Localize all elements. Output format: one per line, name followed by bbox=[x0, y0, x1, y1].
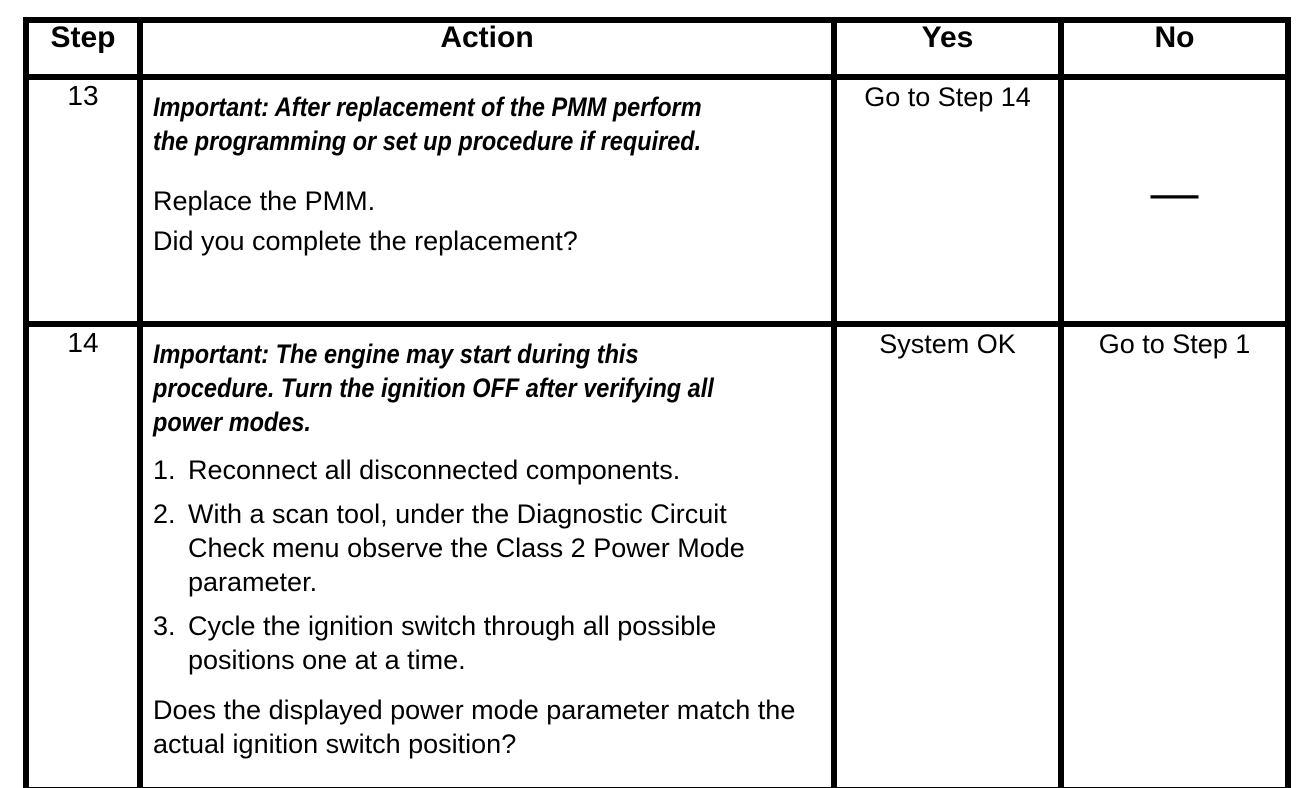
no-cell: — bbox=[1058, 74, 1291, 327]
list-item-text: Cycle the ignition switch through all po… bbox=[188, 611, 717, 675]
table-row-step-13: 13 Important: After replacement of the P… bbox=[23, 74, 1291, 327]
table-row-step-14: 14 Important: The engine may start durin… bbox=[23, 321, 1291, 788]
header-action: Action bbox=[137, 17, 837, 80]
action-cell: Important: The engine may start during t… bbox=[137, 321, 837, 788]
header-no: No bbox=[1058, 17, 1291, 80]
header-row: Step Action Yes No bbox=[23, 17, 1291, 80]
question-text: Does the displayed power mode parameter … bbox=[153, 695, 796, 759]
question-text: Did you complete the replacement? bbox=[153, 226, 578, 256]
important-note: Important: After replacement of the PMM … bbox=[153, 92, 702, 156]
no-cell: Go to Step 1 bbox=[1058, 321, 1291, 788]
important-note: Important: The engine may start during t… bbox=[153, 339, 714, 437]
no-result-dash: — bbox=[1150, 167, 1199, 220]
no-result: Go to Step 1 bbox=[1098, 329, 1251, 359]
step-number: 14 bbox=[23, 321, 143, 788]
action-cell: Important: After replacement of the PMM … bbox=[137, 74, 837, 327]
yes-result: System OK bbox=[879, 329, 1016, 359]
header-step: Step bbox=[23, 17, 143, 80]
list-item-number: 3. bbox=[153, 611, 176, 641]
step-number: 13 bbox=[23, 74, 143, 327]
list-item-text: With a scan tool, under the Diagnostic C… bbox=[188, 499, 745, 597]
list-item: 3. Cycle the ignition switch through all… bbox=[153, 609, 827, 677]
list-item-number: 1. bbox=[153, 455, 176, 485]
numbered-list: 1. Reconnect all disconnected components… bbox=[153, 453, 827, 687]
diagnostic-step-table: Step Action Yes No 13 Important: After r… bbox=[23, 17, 1291, 788]
list-item: 1. Reconnect all disconnected components… bbox=[153, 453, 827, 487]
header-yes: Yes bbox=[831, 17, 1064, 80]
list-item-text: Reconnect all disconnected components. bbox=[188, 455, 681, 485]
yes-cell: Go to Step 14 bbox=[831, 74, 1064, 327]
yes-cell: System OK bbox=[831, 321, 1064, 788]
yes-result: Go to Step 14 bbox=[864, 82, 1031, 112]
list-item-number: 2. bbox=[153, 499, 176, 529]
instruction-text: Replace the PMM. bbox=[153, 186, 376, 216]
list-item: 2. With a scan tool, under the Diagnosti… bbox=[153, 497, 827, 599]
